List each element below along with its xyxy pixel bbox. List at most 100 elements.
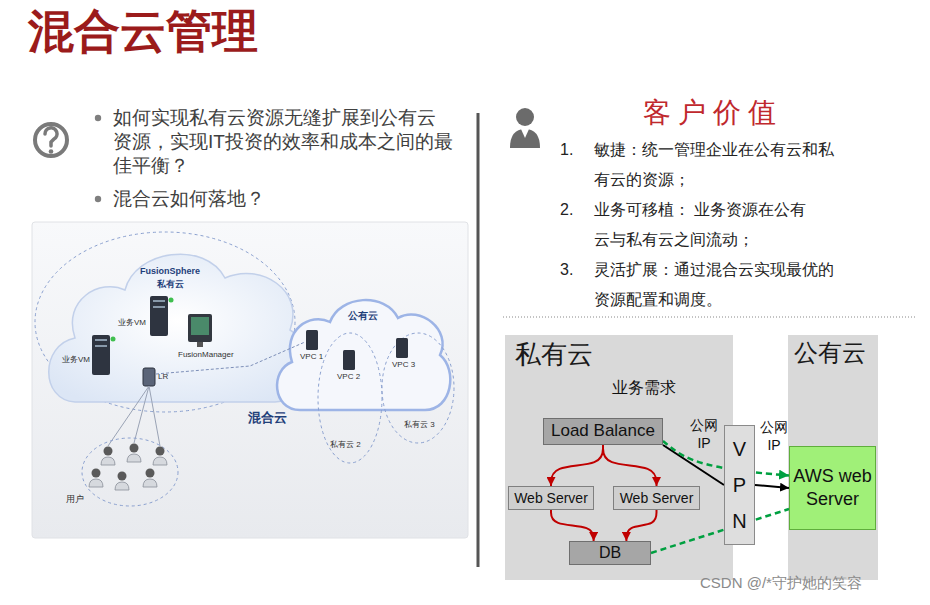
- box-label: AWS web Server: [790, 465, 875, 512]
- private-cloud-2-outline: [318, 333, 382, 463]
- vpn-link: [663, 445, 724, 485]
- vpc-server-icon: [343, 350, 355, 370]
- illustration-panel: [32, 222, 468, 538]
- watermark: CSDN @/*守护她的笑容: [700, 574, 862, 592]
- user-head: [92, 469, 101, 478]
- load-balancer-icon: [143, 368, 155, 386]
- network-link: [156, 342, 305, 374]
- box-label: Load Balance: [551, 421, 655, 441]
- list-text: 灵活扩展：通过混合云实现最优的资源配置和调度。: [594, 255, 846, 315]
- list-number: 2.: [560, 195, 573, 225]
- illustration-label: 私有云 3: [404, 420, 435, 430]
- region-title: 公有云: [794, 339, 872, 368]
- illustration-label: 用户: [66, 494, 84, 505]
- list-text: 敏捷：统一管理企业在公有云和私有云的资源；: [594, 135, 846, 195]
- data-sync-link: [651, 509, 789, 553]
- server-icon: [92, 335, 110, 375]
- vpc-server-icon: [396, 338, 408, 358]
- demand-label: 业务需求: [612, 378, 676, 397]
- server-icon: [95, 345, 107, 347]
- user-link: [149, 386, 160, 446]
- question-text: 混合云如何落地？: [113, 187, 265, 211]
- person-icon: [521, 129, 529, 138]
- ip-label: 公网 IP: [757, 418, 791, 454]
- database-box: DB: [569, 541, 651, 565]
- illustration-label: FusionSphere: [140, 266, 200, 277]
- list-text: 业务可移植： 业务资源在公有云与私有云之间流动；: [594, 195, 819, 255]
- illustration-label: 公有云: [348, 310, 378, 322]
- web-server-box: Web Server: [613, 486, 700, 510]
- vpn-link: [755, 485, 789, 488]
- question-text: 如何实现私有云资源无缝扩展到公有云资源，实现IT投资的效率和成本之间的最佳平衡？: [113, 106, 453, 178]
- query-arrow: [551, 510, 594, 541]
- user-icon: [115, 482, 129, 490]
- user-icon: [101, 457, 115, 465]
- user-head: [156, 447, 165, 456]
- monitor-icon: [197, 342, 203, 347]
- user-icon: [127, 454, 141, 462]
- user-link: [134, 386, 149, 443]
- user-icon: [153, 457, 167, 465]
- monitor-icon: [188, 314, 212, 342]
- list-number: 1.: [560, 135, 573, 165]
- illustration-label: 混合云: [248, 410, 287, 426]
- illustration-label: VPC 1: [300, 352, 323, 362]
- illustration-label: 私有云 2: [330, 440, 361, 450]
- web-server-box: Web Server: [508, 486, 594, 510]
- bullet-dot: [95, 196, 101, 202]
- request-arrow: [551, 445, 603, 486]
- user-head: [146, 469, 155, 478]
- user-link: [108, 386, 149, 446]
- question-icon: [49, 149, 54, 154]
- status-dot: [111, 337, 116, 342]
- illustration-label: VPC 3: [392, 360, 415, 370]
- divider-line: [477, 113, 480, 567]
- ip-label: 公网 IP: [686, 416, 722, 452]
- user-head: [130, 444, 139, 453]
- user-icon: [89, 479, 103, 487]
- server-icon: [153, 300, 165, 302]
- aws-server-box: AWS web Server: [789, 446, 876, 530]
- server-icon: [150, 296, 168, 336]
- question-icon: [35, 124, 67, 156]
- query-arrow: [626, 510, 656, 541]
- illustration-label: 业务VM: [62, 355, 90, 365]
- list-number: 3.: [560, 255, 573, 285]
- box-label: Web Server: [514, 490, 588, 507]
- illustration-label: 业务VM: [118, 318, 146, 328]
- public-cloud-shape: [277, 300, 450, 410]
- vpn-box: VPN: [724, 425, 755, 545]
- question-icon: [45, 128, 57, 146]
- server-icon: [95, 339, 107, 341]
- private-cloud-region: 私有云 Load BalanceWeb Server Web ServerDB: [505, 335, 733, 580]
- bullet-dot: [95, 115, 101, 121]
- illustration-label: LR: [158, 372, 168, 382]
- separator-line: [503, 317, 915, 318]
- illustration-label: VPC 2: [337, 372, 360, 382]
- vpc-server-icon: [306, 330, 318, 350]
- status-dot: [169, 298, 174, 303]
- page-title: 混合云管理: [28, 4, 258, 59]
- illustration-label: FusionManager: [178, 350, 234, 360]
- user-head: [104, 447, 113, 456]
- load-balancer-box: Load Balance: [543, 418, 663, 445]
- box-label: Web Server: [620, 490, 694, 507]
- person-icon: [510, 129, 540, 148]
- public-cloud-region: 公有云 AWS web Server: [788, 335, 878, 580]
- server-icon: [153, 306, 165, 308]
- person-icon: [516, 108, 534, 126]
- user-icon: [143, 479, 157, 487]
- illustration-label: 私有云: [157, 279, 184, 290]
- region-title: 私有云: [515, 339, 723, 370]
- section-heading: 客户价值: [643, 96, 783, 130]
- request-arrow: [603, 445, 657, 486]
- private-cloud-3-outline: [382, 333, 454, 443]
- user-group-outline: [82, 438, 178, 506]
- box-label: VPN: [730, 431, 750, 539]
- box-label: DB: [599, 543, 621, 562]
- private-cloud-shape: [49, 254, 307, 402]
- user-icons: [89, 454, 167, 490]
- user-head: [118, 472, 127, 481]
